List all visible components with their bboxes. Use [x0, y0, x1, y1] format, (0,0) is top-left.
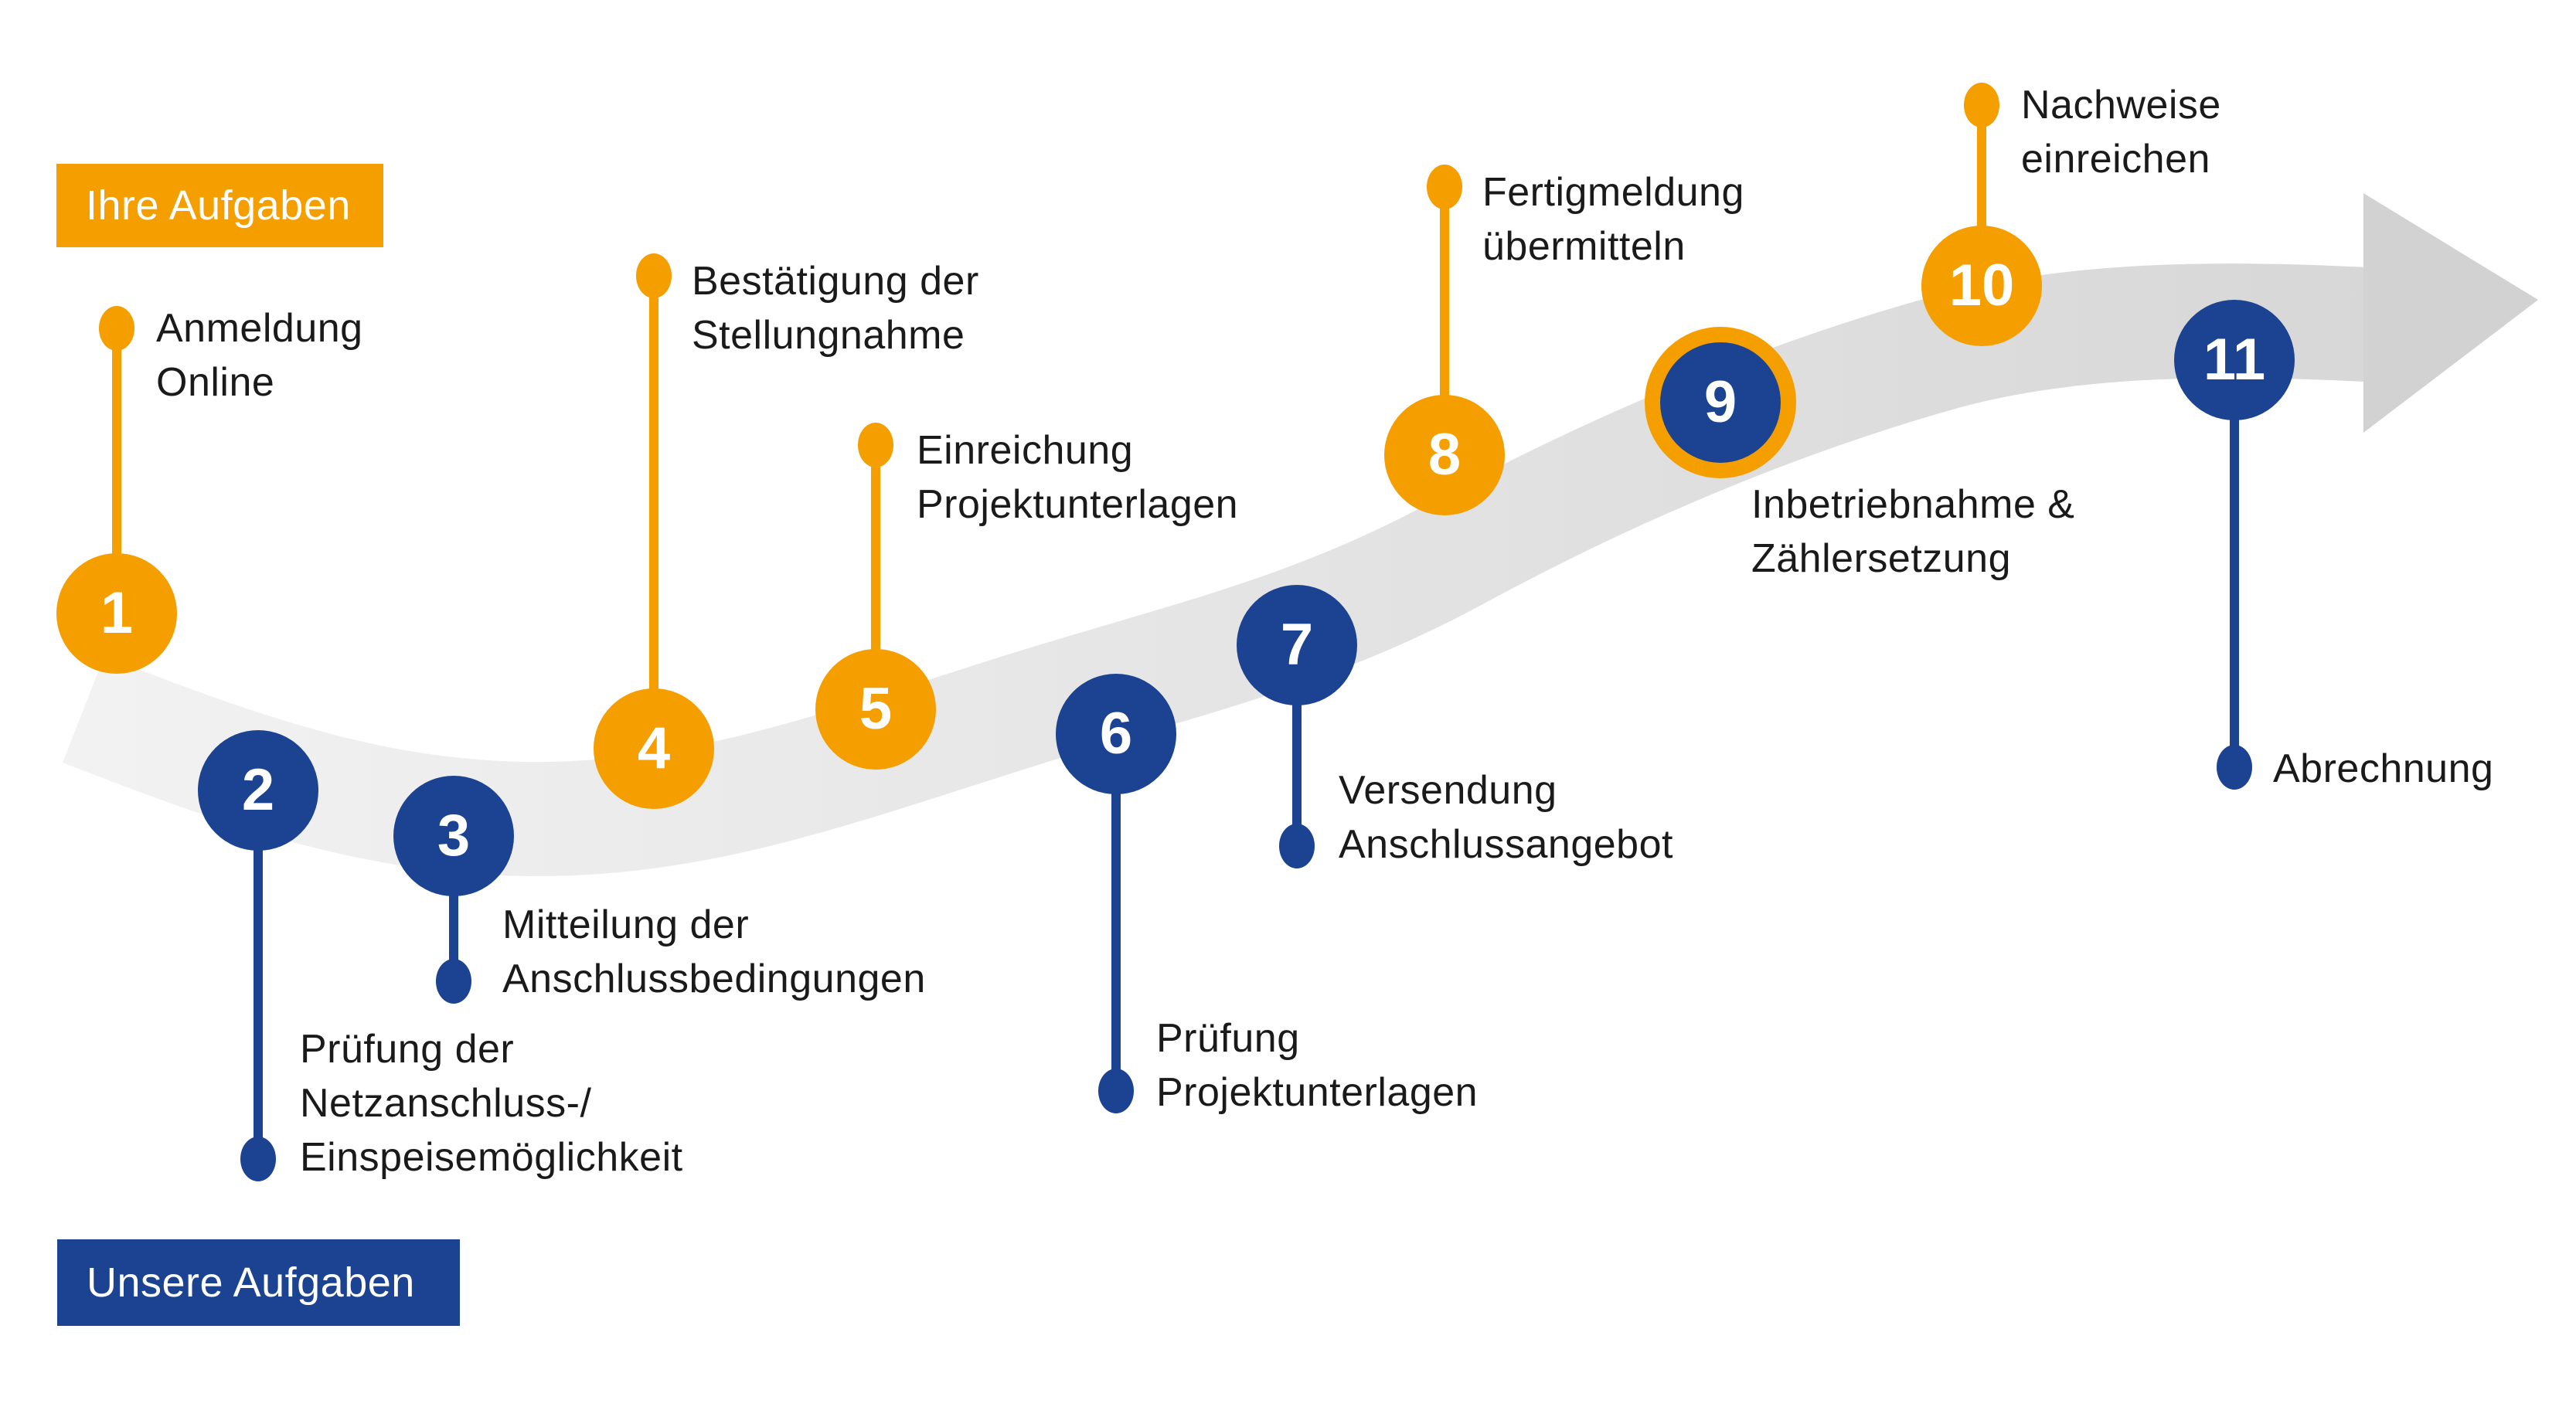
step-10-circle: 10: [1921, 226, 2042, 346]
label-line: Netzanschluss-/: [300, 1081, 592, 1126]
step-7-dot: [1279, 824, 1315, 868]
label-line: Bestätigung der: [692, 259, 979, 304]
step-5-number: 5: [859, 676, 893, 742]
step-8-dot: [1427, 165, 1462, 209]
step-6-circle: 6: [1056, 674, 1176, 794]
step-5-label: Einreichung Projektunterlagen: [917, 423, 1238, 532]
step-8-circle: 8: [1384, 395, 1505, 515]
step-10-number: 10: [1948, 253, 2015, 318]
label-line: Anmeldung: [156, 306, 363, 351]
label-line: Anschlussangebot: [1339, 822, 1673, 867]
step-2-circle: 2: [198, 730, 318, 851]
label-line: Versendung: [1339, 768, 1557, 813]
label-line: übermitteln: [1482, 224, 1686, 269]
step-7-label: Versendung Anschlussangebot: [1339, 763, 1673, 872]
step-11-number: 11: [2203, 327, 2266, 393]
step-2-label: Prüfung der Netzanschluss-/ Einspeisemög…: [300, 1022, 683, 1184]
step-9-circle: 9: [1645, 327, 1796, 478]
step-11-dot: [2217, 745, 2252, 790]
label-line: Mitteilung der: [502, 902, 750, 947]
step-10-label: Nachweise einreichen: [2021, 78, 2221, 186]
step-9-number: 9: [1703, 369, 1737, 435]
step-7-number: 7: [1280, 612, 1314, 678]
step-2-number: 2: [241, 757, 275, 823]
legend-unsere-aufgaben-badge: Unsere Aufgaben: [57, 1239, 460, 1326]
label-line: Fertigmeldung: [1482, 170, 1744, 215]
step-6-dot: [1098, 1069, 1134, 1113]
label-line: Einspeisemöglichkeit: [300, 1135, 683, 1180]
label-line: Online: [156, 360, 275, 405]
arrow-head-icon: [2363, 193, 2538, 433]
step-8-number: 8: [1428, 422, 1462, 488]
step-2-dot: [240, 1137, 276, 1181]
label-line: Stellungnahme: [692, 313, 965, 358]
label-line: Prüfung: [1156, 1016, 1300, 1061]
step-8-label: Fertigmeldung übermitteln: [1482, 165, 1744, 274]
step-1-label: Anmeldung Online: [156, 301, 363, 410]
step-4-dot: [636, 253, 672, 298]
step-7-circle: 7: [1237, 585, 1357, 705]
label-line: Anschlussbedingungen: [502, 957, 926, 1001]
step-3-label: Mitteilung der Anschlussbedingungen: [502, 898, 926, 1006]
step-10-dot: [1964, 83, 1999, 127]
step-5-dot: [858, 423, 893, 467]
step-6-label: Prüfung Projektunterlagen: [1156, 1011, 1478, 1120]
step-6-connector: [1111, 734, 1121, 1091]
label-line: Projektunterlagen: [1156, 1070, 1479, 1115]
label-line: Inbetriebnahme &: [1751, 482, 2075, 527]
label-line: Nachweise: [2021, 83, 2221, 127]
step-4-circle: 4: [594, 688, 714, 809]
step-1-circle: 1: [56, 553, 177, 674]
legend-ihre-aufgaben-badge: Ihre Aufgaben: [56, 164, 383, 247]
label-line: Abrechnung: [2273, 746, 2494, 791]
step-6-number: 6: [1099, 701, 1133, 766]
legend-ihre-aufgaben-label: Ihre Aufgaben: [86, 182, 351, 229]
step-11-connector: [2230, 360, 2239, 767]
step-9-label: Inbetriebnahme & Zählersetzung: [1751, 477, 2075, 586]
step-3-number: 3: [437, 803, 471, 868]
step-11-label: Abrechnung: [2273, 742, 2493, 796]
label-line: Prüfung der: [300, 1027, 515, 1072]
label-line: Einreichung: [917, 428, 1134, 473]
step-3-dot: [436, 959, 471, 1004]
step-2-connector: [254, 790, 263, 1159]
label-line: Zählersetzung: [1751, 536, 2012, 581]
label-line: Projektunterlagen: [917, 482, 1239, 527]
step-5-connector: [871, 445, 880, 709]
step-1-connector: [112, 328, 121, 614]
step-11-circle: 11: [2174, 300, 2295, 420]
step-4-number: 4: [637, 715, 671, 781]
step-3-circle: 3: [393, 776, 514, 896]
step-5-circle: 5: [815, 649, 936, 770]
step-8-connector: [1440, 187, 1449, 455]
step-1-number: 1: [100, 580, 134, 646]
label-line: einreichen: [2021, 137, 2210, 182]
step-1-dot: [99, 306, 134, 351]
step-4-label: Bestätigung der Stellungnahme: [692, 254, 979, 362]
legend-unsere-aufgaben-label: Unsere Aufgaben: [87, 1259, 415, 1306]
step-4-connector: [649, 276, 658, 749]
